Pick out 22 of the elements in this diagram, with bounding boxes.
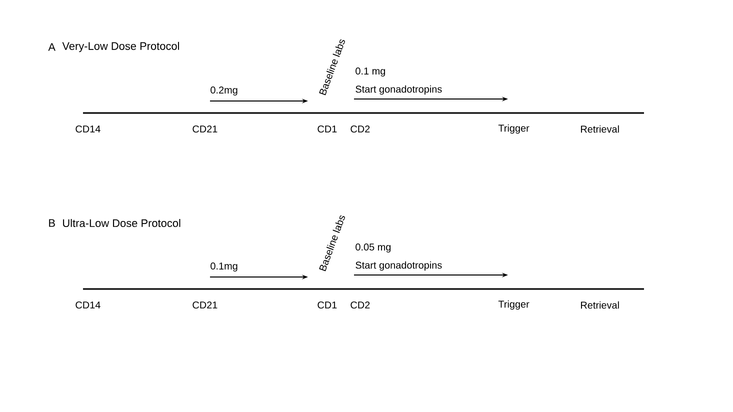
panel-letter: B (49, 219, 55, 227)
day-label: CD1 (318, 125, 337, 133)
day-label: Retrieval (581, 301, 619, 309)
panel-title: Very-Low Dose Protocol (62, 42, 179, 52)
day-label: CD2 (350, 301, 370, 309)
day-label: CD14 (76, 301, 100, 309)
day-label: CD21 (192, 125, 218, 133)
annotation: 0.1 mg (356, 68, 386, 76)
day-label: CD2 (350, 125, 370, 133)
panel-title: Ultra-Low Dose Protocol (63, 218, 180, 228)
day-label: Retrieval (581, 125, 619, 133)
day-label: CD1 (318, 301, 337, 309)
day-label: Trigger (498, 124, 530, 134)
annotation: Start gonadotropins (356, 85, 442, 95)
annotation: 0.2mg (210, 86, 238, 96)
day-label: CD14 (76, 125, 100, 133)
annotation: 0.05 mg (356, 244, 391, 252)
panel-letter: A (48, 43, 56, 51)
annotation: Start gonadotropins (356, 261, 442, 271)
annotation: 0.1mg (210, 262, 238, 272)
day-label: Trigger (498, 300, 530, 310)
day-label: CD21 (192, 301, 218, 309)
